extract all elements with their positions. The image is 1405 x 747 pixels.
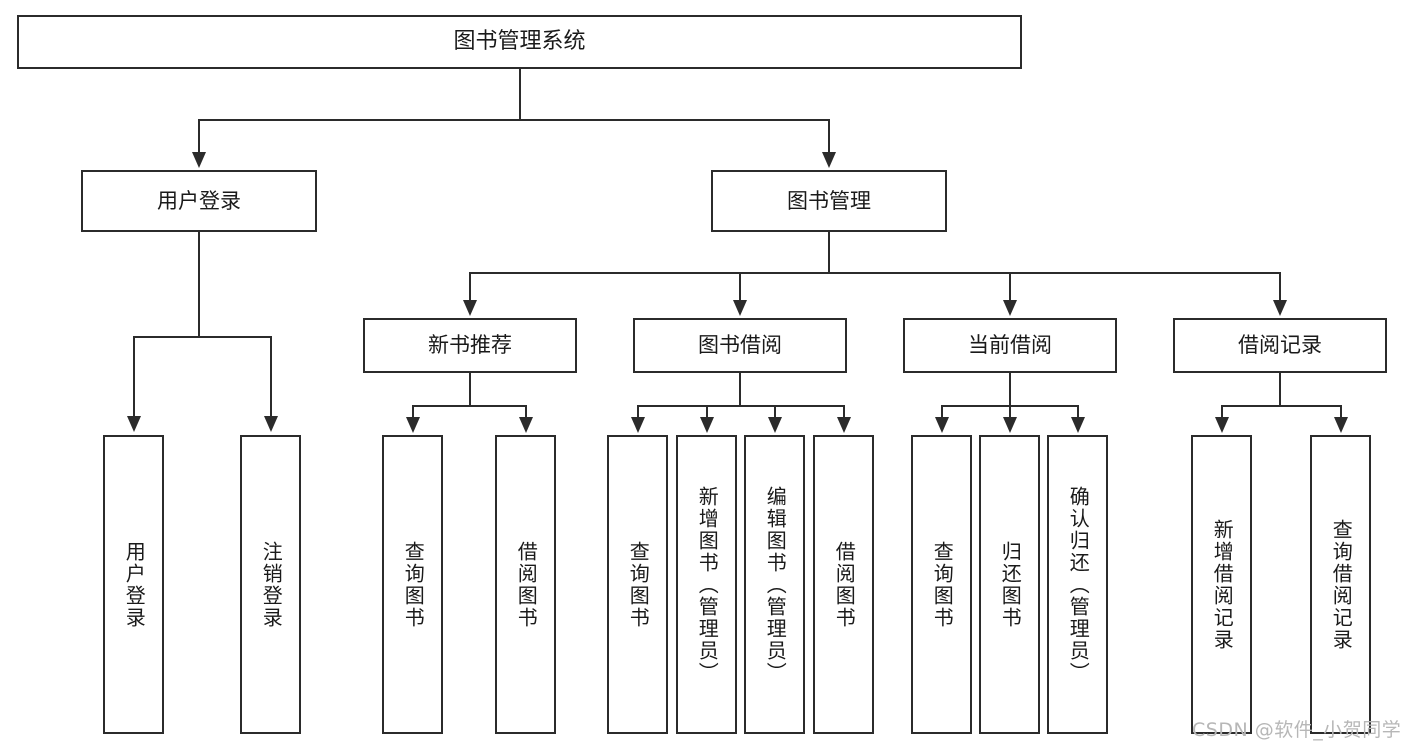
leaf-book-borrow-edit-book[interactable]: 编辑图书（管理员） <box>744 435 805 734</box>
arrowhead-root-to-user-login <box>192 152 206 168</box>
connector-bm-to-new-book <box>469 272 471 302</box>
connector-new-book-bar <box>412 405 527 407</box>
connector-bb-to-leaf-4 <box>843 405 845 419</box>
connector-borrow-record-stem <box>1279 373 1281 406</box>
csdn-watermark: CSDN @软件_小贺同学 <box>1192 719 1402 741</box>
connector-root-stem <box>519 69 521 120</box>
connector-book-borrow-bar <box>637 405 845 407</box>
node-label: 借阅记录 <box>1238 333 1322 358</box>
node-label: 注销登录 <box>259 540 284 629</box>
node-label: 图书管理 <box>787 188 871 213</box>
connector-bb-to-leaf-3 <box>774 405 776 419</box>
arrowhead-nb-to-leaf-1 <box>406 417 420 433</box>
connector-borrow-record-bar <box>1221 405 1341 407</box>
node-label: 借阅图书 <box>832 540 857 629</box>
connector-nb-to-leaf-1 <box>412 405 414 419</box>
connector-bb-to-leaf-2 <box>706 405 708 419</box>
arrowhead-bb-to-leaf-1 <box>631 417 645 433</box>
node-label: 新书推荐 <box>428 333 512 358</box>
connector-br-to-leaf-1 <box>1221 405 1223 419</box>
connector-current-borrow-stem <box>1009 373 1011 406</box>
connector-nb-to-leaf-2 <box>525 405 527 419</box>
arrowhead-user-login-to-leaf-2 <box>264 416 278 432</box>
leaf-borrow-record-add-record[interactable]: 新增借阅记录 <box>1191 435 1252 734</box>
node-label: 查询图书 <box>930 540 955 629</box>
connector-bb-to-leaf-1 <box>637 405 639 419</box>
node-label: 借阅图书 <box>514 540 539 629</box>
arrowhead-cb-to-leaf-2 <box>1003 417 1017 433</box>
leaf-user-login-logout[interactable]: 注销登录 <box>240 435 301 734</box>
connector-bm-to-book-borrow <box>739 272 741 302</box>
arrowhead-bb-to-leaf-2 <box>700 417 714 433</box>
node-label: 当前借阅 <box>968 333 1052 358</box>
connector-new-book-stem <box>469 373 471 406</box>
node-label: 图书管理系统 <box>453 29 586 55</box>
node-label: 新增借阅记录 <box>1210 518 1235 651</box>
node-current-borrow[interactable]: 当前借阅 <box>903 318 1117 373</box>
leaf-new-book-borrow-book[interactable]: 借阅图书 <box>495 435 556 734</box>
connector-cb-to-leaf-2 <box>1009 405 1011 419</box>
connector-bm-to-current-borrow <box>1009 272 1011 302</box>
arrowhead-bb-to-leaf-4 <box>837 417 851 433</box>
arrowhead-cb-to-leaf-3 <box>1071 417 1085 433</box>
node-label: 归还图书 <box>998 540 1023 629</box>
node-label: 编辑图书（管理员） <box>763 485 788 684</box>
arrowhead-br-to-leaf-2 <box>1334 417 1348 433</box>
leaf-current-borrow-confirm-return[interactable]: 确认归还（管理员） <box>1047 435 1108 734</box>
connector-cb-to-leaf-3 <box>1077 405 1079 419</box>
node-root-book-management-system[interactable]: 图书管理系统 <box>17 15 1022 69</box>
node-user-login[interactable]: 用户登录 <box>81 170 317 232</box>
arrowhead-nb-to-leaf-2 <box>519 417 533 433</box>
node-label: 查询借阅记录 <box>1329 518 1354 651</box>
node-label: 查询图书 <box>401 540 426 629</box>
arrowhead-br-to-leaf-1 <box>1215 417 1229 433</box>
connector-cb-to-leaf-1 <box>941 405 943 419</box>
arrowhead-user-login-to-leaf-1 <box>127 416 141 432</box>
connector-root-to-book-management <box>828 119 830 154</box>
leaf-new-book-query-book[interactable]: 查询图书 <box>382 435 443 734</box>
arrowhead-bb-to-leaf-3 <box>768 417 782 433</box>
arrowhead-cb-to-leaf-1 <box>935 417 949 433</box>
arrowhead-root-to-book-management <box>822 152 836 168</box>
connector-book-management-stem <box>828 232 830 274</box>
node-new-book-recommend[interactable]: 新书推荐 <box>363 318 577 373</box>
connector-root-to-user-login <box>198 119 200 154</box>
node-book-borrow[interactable]: 图书借阅 <box>633 318 847 373</box>
arrowhead-bm-to-new-book <box>463 300 477 316</box>
node-label: 新增图书（管理员） <box>695 485 720 684</box>
connector-user-login-to-leaf-2 <box>270 336 272 418</box>
connector-user-login-to-leaf-1 <box>133 336 135 418</box>
leaf-user-login-login[interactable]: 用户登录 <box>103 435 164 734</box>
connector-user-login-bar <box>133 336 272 338</box>
arrowhead-bm-to-borrow-record <box>1273 300 1287 316</box>
node-label: 图书借阅 <box>698 333 782 358</box>
leaf-current-borrow-query-book[interactable]: 查询图书 <box>911 435 972 734</box>
node-borrow-record[interactable]: 借阅记录 <box>1173 318 1387 373</box>
leaf-current-borrow-return-book[interactable]: 归还图书 <box>979 435 1040 734</box>
arrowhead-bm-to-book-borrow <box>733 300 747 316</box>
connector-root-bar <box>198 119 830 121</box>
connector-book-management-bar <box>469 272 1281 274</box>
leaf-book-borrow-borrow-book[interactable]: 借阅图书 <box>813 435 874 734</box>
leaf-book-borrow-add-book[interactable]: 新增图书（管理员） <box>676 435 737 734</box>
node-label: 用户登录 <box>157 188 241 213</box>
connector-bm-to-borrow-record <box>1279 272 1281 302</box>
node-label: 查询图书 <box>626 540 651 629</box>
connector-br-to-leaf-2 <box>1340 405 1342 419</box>
connector-user-login-stem <box>198 232 200 337</box>
leaf-borrow-record-query-record[interactable]: 查询借阅记录 <box>1310 435 1371 734</box>
node-book-management[interactable]: 图书管理 <box>711 170 947 232</box>
connector-book-borrow-stem <box>739 373 741 406</box>
node-label: 用户登录 <box>122 540 147 629</box>
node-label: 确认归还（管理员） <box>1066 485 1091 684</box>
arrowhead-bm-to-current-borrow <box>1003 300 1017 316</box>
leaf-book-borrow-query-book[interactable]: 查询图书 <box>607 435 668 734</box>
